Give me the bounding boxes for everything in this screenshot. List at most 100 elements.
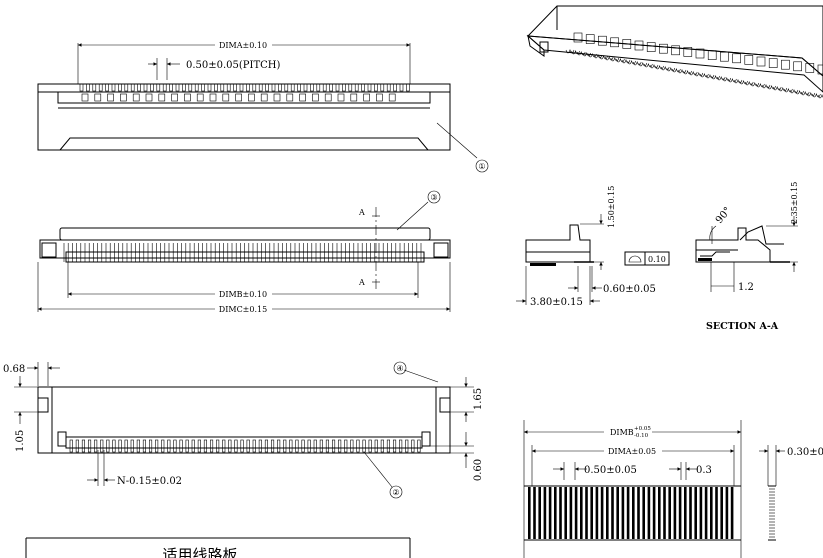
- iso-slot: [585, 34, 595, 44]
- iso-coil: [750, 82, 760, 87]
- solder-tail: [112, 439, 116, 453]
- iso-slot: [707, 50, 717, 60]
- solder-tail: [325, 439, 330, 453]
- solder-tail: [216, 439, 220, 453]
- comb-tooth: [290, 83, 295, 92]
- solder-tail: [167, 439, 171, 453]
- pcb-footprint: DIMB +0.05 -0.10 DIMA±0.05 0.50±0.05 0.3…: [523, 420, 823, 558]
- solder-tail: [386, 439, 391, 453]
- solder-tail: [75, 439, 79, 453]
- solder-tail: [173, 439, 177, 453]
- front-view: DIMA±0.10 0.50±0.05(PITCH) ①: [37, 41, 489, 173]
- iso-coil: [800, 91, 810, 96]
- callout-1: ①: [478, 162, 485, 171]
- dimb-label: DIMB±0.10: [219, 290, 267, 299]
- pcb-pad: [699, 487, 703, 539]
- comb-tooth: [188, 83, 193, 92]
- solder-tail: [270, 439, 275, 453]
- comb-tooth: [265, 83, 269, 92]
- comb-tooth: [92, 83, 97, 92]
- iso-slot: [695, 48, 705, 59]
- iso-coil: [700, 73, 709, 78]
- solder-tail: [283, 439, 287, 453]
- comb-tooth: [322, 83, 327, 92]
- pcb-dima: DIMA±0.05: [608, 447, 656, 456]
- iso-coil: [677, 69, 687, 74]
- dim-105: 1.05: [15, 430, 26, 452]
- pcb-pad: [590, 487, 593, 539]
- solder-tail: [295, 439, 299, 453]
- pcb-pad: [580, 487, 583, 539]
- iso-coil: [744, 81, 754, 86]
- solder-tail: [130, 439, 134, 453]
- pcb-pad: [704, 487, 708, 539]
- pcb-pad: [637, 487, 640, 539]
- solder-tail: [136, 439, 140, 453]
- comb-tooth: [143, 83, 148, 92]
- solder-tail: [210, 439, 214, 453]
- solder-tail: [88, 439, 92, 453]
- pcb-pad: [689, 487, 692, 539]
- iso-coil: [610, 57, 620, 62]
- dim-060-bottom: 0.60: [473, 459, 484, 481]
- iso-coil: [672, 68, 681, 73]
- comb-tooth: [252, 83, 257, 92]
- solder-tail: [155, 439, 159, 453]
- iso-slot: [744, 55, 754, 65]
- contact-slot: [350, 93, 358, 102]
- contact-slot: [81, 93, 89, 102]
- contact-slot: [158, 93, 166, 102]
- comb-tooth: [124, 83, 129, 92]
- callout-3: ③: [430, 193, 437, 202]
- solder-tail: [399, 439, 403, 453]
- comb-tooth: [169, 83, 173, 92]
- solder-tail: [185, 439, 189, 453]
- contact-slot: [196, 93, 204, 102]
- iso-coil: [761, 84, 771, 89]
- comb-tooth: [354, 83, 359, 92]
- iso-coil: [683, 70, 692, 75]
- solder-tail: [69, 439, 73, 453]
- comb-tooth: [361, 83, 365, 92]
- comb-tooth: [111, 83, 116, 92]
- solder-tail: [374, 439, 378, 453]
- iso-slot: [756, 56, 766, 67]
- comb-tooth: [348, 83, 353, 92]
- comb-tooth: [406, 83, 410, 92]
- contact-slot: [299, 93, 306, 102]
- iso-slot: [817, 64, 823, 75]
- solder-tail: [149, 439, 153, 453]
- dim-12: 1.2: [738, 282, 754, 293]
- pcb-pad: [626, 487, 630, 539]
- iso-slot: [720, 51, 729, 62]
- solder-tail: [118, 439, 122, 453]
- comb-tooth: [105, 83, 109, 92]
- iso-coil: [666, 67, 676, 72]
- flatness-010: 0.10: [648, 255, 666, 264]
- comb-tooth: [393, 83, 397, 92]
- plan-view: A A ③ DIMB±0.10 DIMC±0.15: [37, 190, 451, 314]
- pin-width-label: N-0.15±0.02: [117, 476, 182, 487]
- pcb-pad: [559, 487, 562, 539]
- solder-tail: [313, 439, 317, 453]
- iso-slot: [768, 58, 778, 68]
- iso-slot: [659, 43, 668, 54]
- comb-tooth: [162, 83, 167, 92]
- solder-tail: [100, 439, 104, 453]
- pcb-pad: [642, 487, 645, 539]
- comb-tooth: [271, 83, 276, 92]
- solder-tail: [161, 439, 165, 453]
- solder-tail: [289, 439, 293, 453]
- dim-068: 0.68: [3, 364, 25, 375]
- iso-coil: [733, 79, 743, 84]
- pcb-pad: [678, 487, 682, 539]
- contact-slot: [260, 93, 268, 102]
- solder-tail: [411, 439, 415, 453]
- iso-slot: [622, 39, 632, 49]
- comb-tooth: [79, 83, 84, 92]
- pcb-pad: [554, 487, 557, 539]
- solder-tail: [307, 439, 311, 453]
- contact-slot: [222, 93, 230, 102]
- solder-tail: [234, 439, 238, 453]
